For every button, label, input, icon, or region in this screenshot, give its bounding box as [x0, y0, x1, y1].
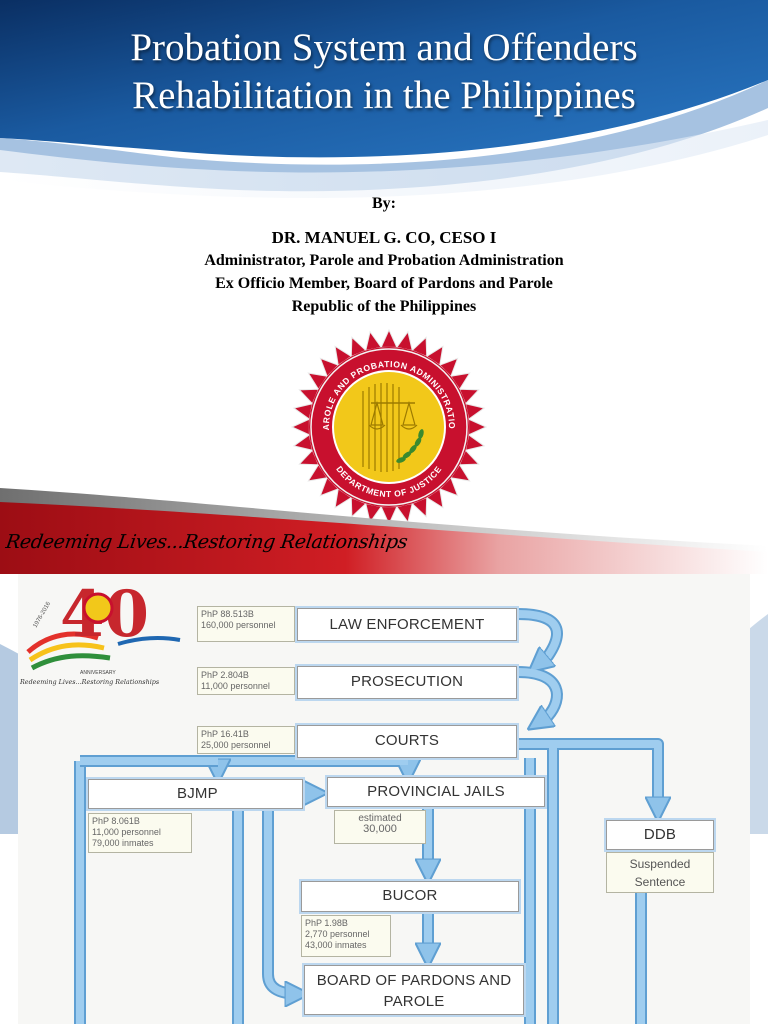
- bucor-label: BUCOR: [382, 887, 438, 904]
- prosecution-personnel: 11,000 personnel: [201, 681, 270, 691]
- author-name: DR. MANUEL G. CO, CESO I: [271, 228, 497, 247]
- ppa-seal-logo: PAROLE AND PROBATION ADMINISTRATION DEPA…: [291, 329, 487, 525]
- provincial-jails-note: estimated 30,000: [334, 810, 426, 844]
- provincial-count: 30,000: [363, 823, 397, 835]
- bucor-box: BUCOR: [301, 881, 519, 912]
- bucor-note: PhP 1.98B 2,770 personnel 43,000 inmates: [301, 915, 391, 957]
- bjmp-inmates: 79,000 inmates: [92, 838, 154, 848]
- ddb-box: DDB: [606, 820, 714, 850]
- justice-system-slide: 40 1976-2016 ANNIVERSARY Redeeming Lives…: [0, 574, 768, 1024]
- author-title: Administrator, Parole and Probation Admi…: [204, 252, 564, 269]
- author-block: DR. MANUEL G. CO, CESO I Administrator, …: [0, 227, 768, 318]
- seal-spike: [468, 418, 487, 436]
- laurel-icon: [396, 429, 424, 463]
- seal-spike: [291, 418, 310, 436]
- law-enforcement-box: LAW ENFORCEMENT: [297, 608, 517, 641]
- tagline-band: [0, 488, 768, 574]
- ribbon-icon: [26, 631, 181, 671]
- seal-spike: [380, 329, 398, 348]
- ddb-label: DDB: [643, 826, 677, 843]
- prosecution-box: PROSECUTION: [297, 666, 517, 699]
- bucor-budget: PhP 1.98B: [305, 918, 348, 928]
- bjmp-note: PhP 8.061B 11,000 personnel 79,000 inmat…: [88, 813, 192, 853]
- author-membership: Ex Officio Member, Board of Pardons and …: [215, 275, 553, 292]
- title-line-1: Probation System and Offenders: [130, 26, 638, 69]
- logo-tagline: Redeeming Lives...Restoring Relationship…: [19, 678, 160, 686]
- courts-box: COURTS: [297, 725, 517, 758]
- bjmp-personnel: 11,000 personnel: [92, 827, 161, 837]
- law-personnel: 160,000 personnel: [201, 620, 276, 630]
- courts-budget: PhP 16.41B: [201, 729, 249, 739]
- ddb-suspended: Suspended: [629, 857, 691, 871]
- prosecution-note: PhP 2.804B 11,000 personnel: [197, 667, 295, 695]
- courts-label: COURTS: [374, 732, 440, 749]
- bpp-label-line-2: PAROLE: [383, 993, 445, 1010]
- seal-inner-disc: [332, 370, 446, 484]
- courts-note: PhP 16.41B 25,000 personnel: [197, 726, 295, 754]
- scales-of-justice-icon: [362, 383, 418, 472]
- board-of-pardons-box: BOARD OF PARDONS AND PAROLE: [304, 965, 524, 1015]
- law-enforcement-note: PhP 88.513B 160,000 personnel: [197, 606, 295, 642]
- mini-seal-icon: [82, 592, 114, 624]
- bjmp-box: BJMP: [88, 779, 303, 809]
- title-line-2: Rehabilitation in the Philippines: [132, 74, 636, 117]
- bjmp-budget: PhP 8.061B: [92, 816, 140, 826]
- anniversary-logo: 40 1976-2016 ANNIVERSARY Redeeming Lives…: [19, 577, 181, 686]
- bpp-label-line-1: BOARD OF PARDONS AND: [316, 972, 512, 989]
- byline-label: By:: [372, 195, 396, 212]
- anniversary-years: 1976-2016: [33, 601, 53, 629]
- provincial-jails-box: PROVINCIAL JAILS: [327, 777, 545, 807]
- bjmp-label: BJMP: [177, 785, 218, 802]
- law-enforcement-label: LAW ENFORCEMENT: [329, 616, 485, 633]
- author-country: Republic of the Philippines: [291, 298, 477, 315]
- law-budget: PhP 88.513B: [201, 609, 254, 619]
- tagline: Redeeming Lives...Restoring Relationship…: [4, 531, 409, 553]
- bucor-personnel: 2,770 personnel: [305, 929, 370, 939]
- anniversary-word: ANNIVERSARY: [80, 670, 116, 676]
- bucor-inmates: 43,000 inmates: [305, 940, 367, 950]
- ddb-sentence: Sentence: [634, 875, 686, 889]
- courts-personnel: 25,000 personnel: [201, 740, 271, 750]
- provincial-estimated: estimated: [358, 813, 402, 824]
- ddb-note: Suspended Sentence: [606, 852, 714, 893]
- provincial-jails-label: PROVINCIAL JAILS: [367, 783, 505, 800]
- title-banner: [0, 0, 768, 199]
- slide-title: Probation System and Offenders Rehabilit…: [0, 24, 768, 120]
- title-slide: Probation System and Offenders Rehabilit…: [0, 0, 768, 574]
- flow-diagram: 40 1976-2016 ANNIVERSARY Redeeming Lives…: [18, 574, 750, 1024]
- prosecution-label: PROSECUTION: [350, 673, 464, 690]
- prosecution-budget: PhP 2.804B: [201, 670, 249, 680]
